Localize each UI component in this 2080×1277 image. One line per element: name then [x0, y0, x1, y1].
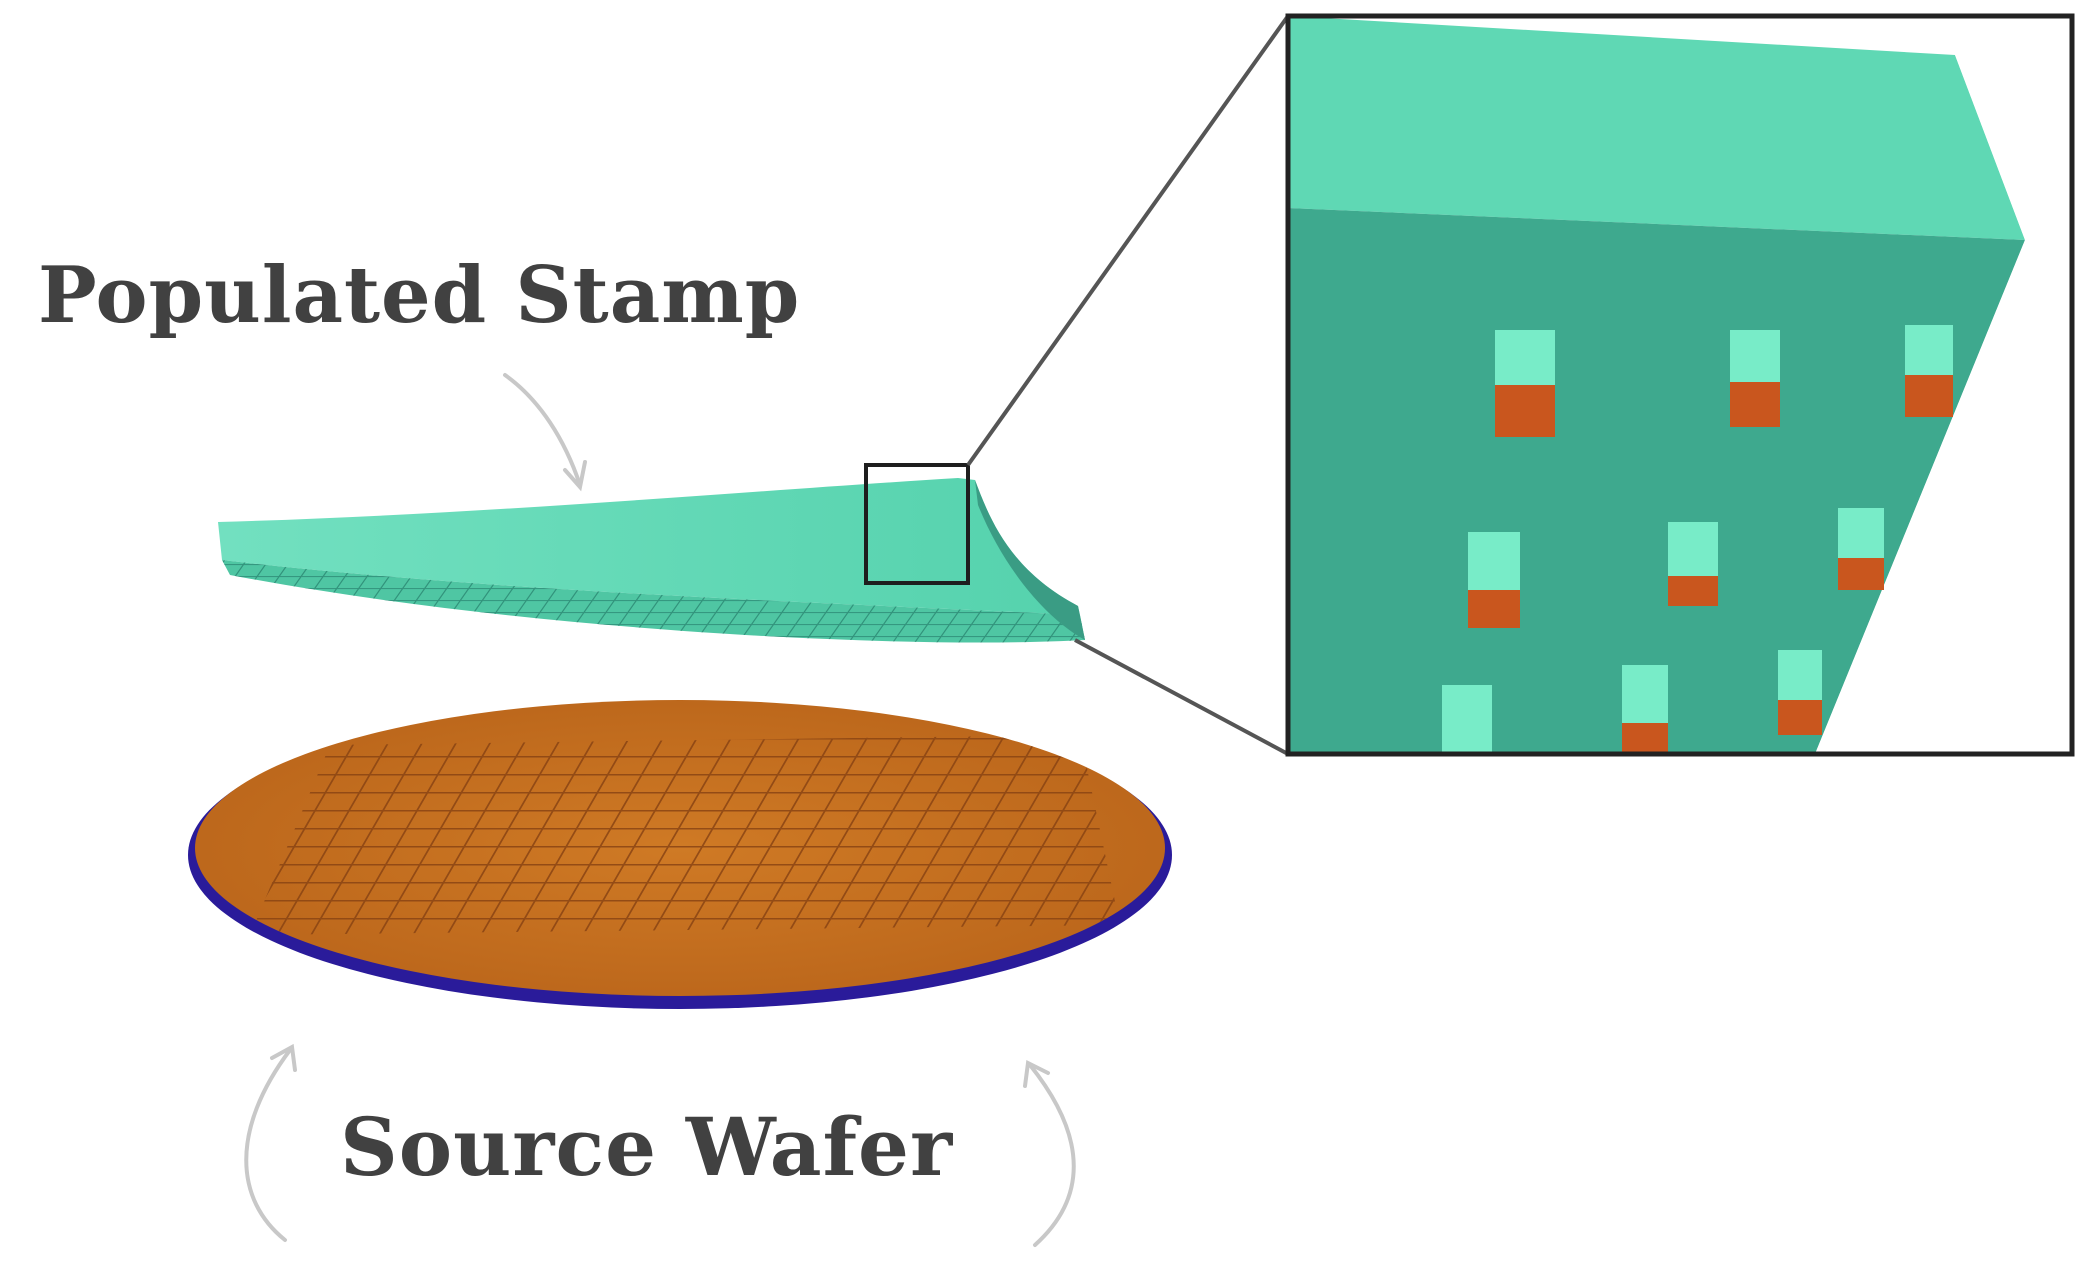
chiplet: [1495, 330, 1555, 437]
arrowhead: [1023, 1059, 1050, 1088]
populated-stamp-label: Populated Stamp: [38, 250, 801, 341]
chiplet: [1778, 650, 1822, 735]
zoom-leader-bottom: [1074, 638, 1289, 756]
inset-stamp-top: [1288, 16, 2025, 240]
chiplet: [1442, 685, 1492, 754]
magnified-inset: [1285, 13, 2075, 757]
arrowhead: [270, 1043, 297, 1072]
source-wafer-label: Source Wafer: [340, 1100, 954, 1194]
arrowhead: [563, 460, 587, 492]
chiplet: [1905, 325, 1953, 417]
zoom-frame-icon: [864, 463, 970, 585]
chiplet: [1468, 532, 1520, 628]
chiplet: [1668, 522, 1718, 606]
chiplet: [1838, 508, 1884, 590]
source-wafer: [188, 700, 1172, 1009]
populated-stamp: [218, 478, 1085, 643]
chiplet: [1730, 330, 1780, 427]
chiplet: [1622, 665, 1668, 754]
pointer-arrows: [244, 373, 1076, 1247]
curved-arrow-icon: [244, 1048, 292, 1242]
wafer-chiplet-grid: [250, 735, 1120, 935]
inset-chiplets: [1442, 325, 1953, 754]
curved-arrow-icon: [503, 373, 582, 487]
curved-arrow-icon: [1028, 1063, 1076, 1247]
inset-frame: [1285, 13, 2075, 757]
stamp-chiplet-array: [222, 560, 1085, 643]
stamp-side-edge: [975, 480, 1085, 640]
zoom-leader-top: [966, 14, 1290, 467]
